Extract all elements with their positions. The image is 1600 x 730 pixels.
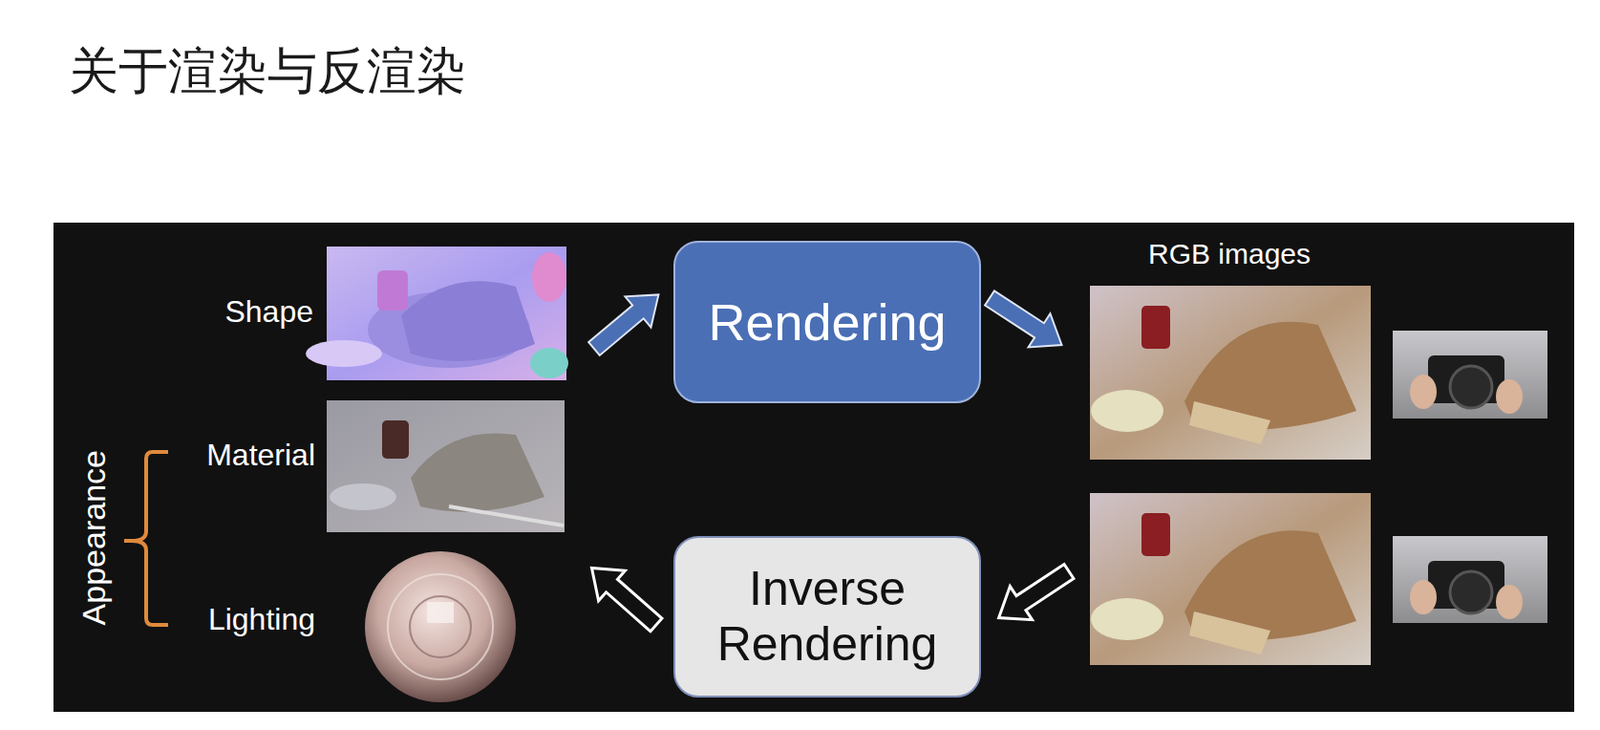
arrow (979, 280, 1073, 362)
camera-photo (1392, 330, 1548, 419)
label: Appearance (76, 449, 112, 625)
title: 关于渲染与反渲染 (68, 38, 467, 106)
rgb-image (1089, 492, 1371, 665)
rgb-image (1089, 285, 1371, 460)
node-text: Rendering (707, 292, 946, 352)
label: RGB images (1148, 237, 1311, 270)
arrow (987, 554, 1081, 635)
label: Material (206, 438, 316, 472)
arrow (578, 553, 670, 640)
node-text: Inverse Rendering (688, 561, 966, 672)
process-box: Inverse Rendering (673, 535, 982, 698)
process-box: Rendering (673, 240, 982, 404)
lighting-sphere (364, 551, 516, 703)
bracket (124, 451, 169, 625)
label: Lighting (208, 602, 316, 637)
camera-photo (1392, 535, 1548, 623)
arrow (581, 278, 672, 364)
label: Shape (224, 295, 314, 329)
shape-image (305, 246, 569, 381)
material-image (326, 400, 565, 533)
panel (53, 222, 1575, 712)
